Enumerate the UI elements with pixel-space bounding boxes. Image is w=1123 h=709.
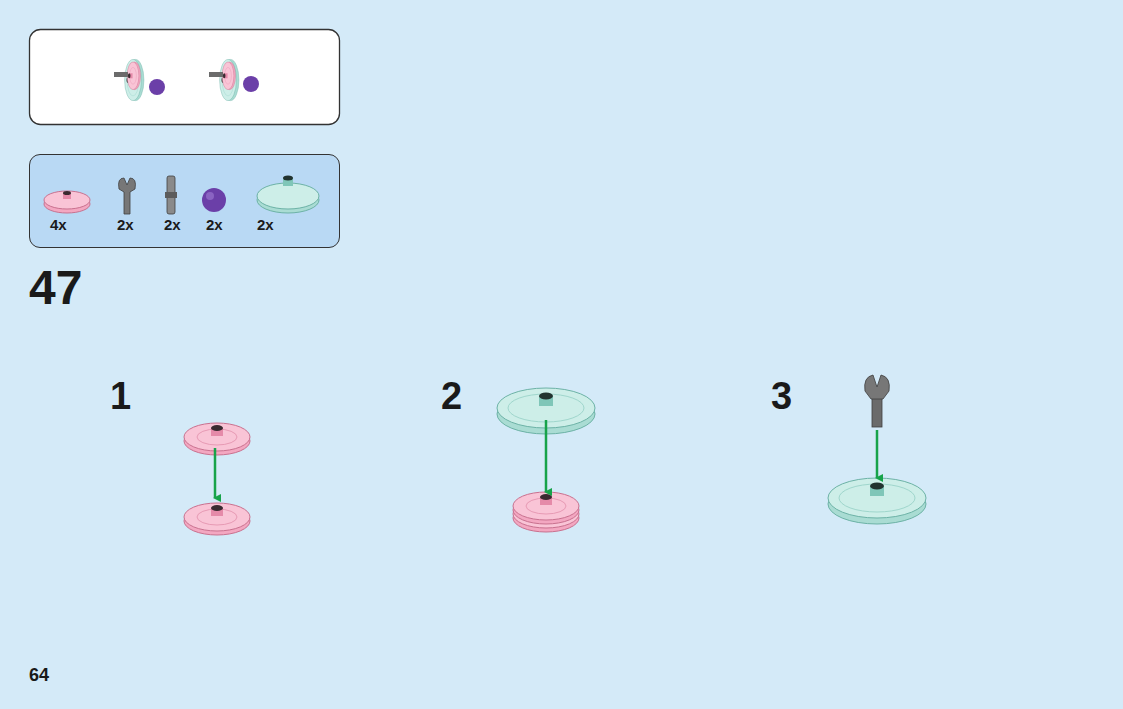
page-number: 64: [29, 666, 49, 684]
part-count: 2x: [164, 217, 181, 232]
part-count: 2x: [257, 217, 274, 232]
part-count: 2x: [206, 217, 223, 232]
substep-number: 1: [110, 377, 131, 415]
parts-list-box: 4x 2x 2x 2x 2x: [29, 154, 340, 248]
substep-number: 2: [441, 377, 462, 415]
part-count: 2x: [117, 217, 134, 232]
part-count: 4x: [50, 217, 67, 232]
part-icons: [29, 154, 340, 248]
step-number: 47: [29, 264, 82, 312]
substep-number: 3: [771, 377, 792, 415]
